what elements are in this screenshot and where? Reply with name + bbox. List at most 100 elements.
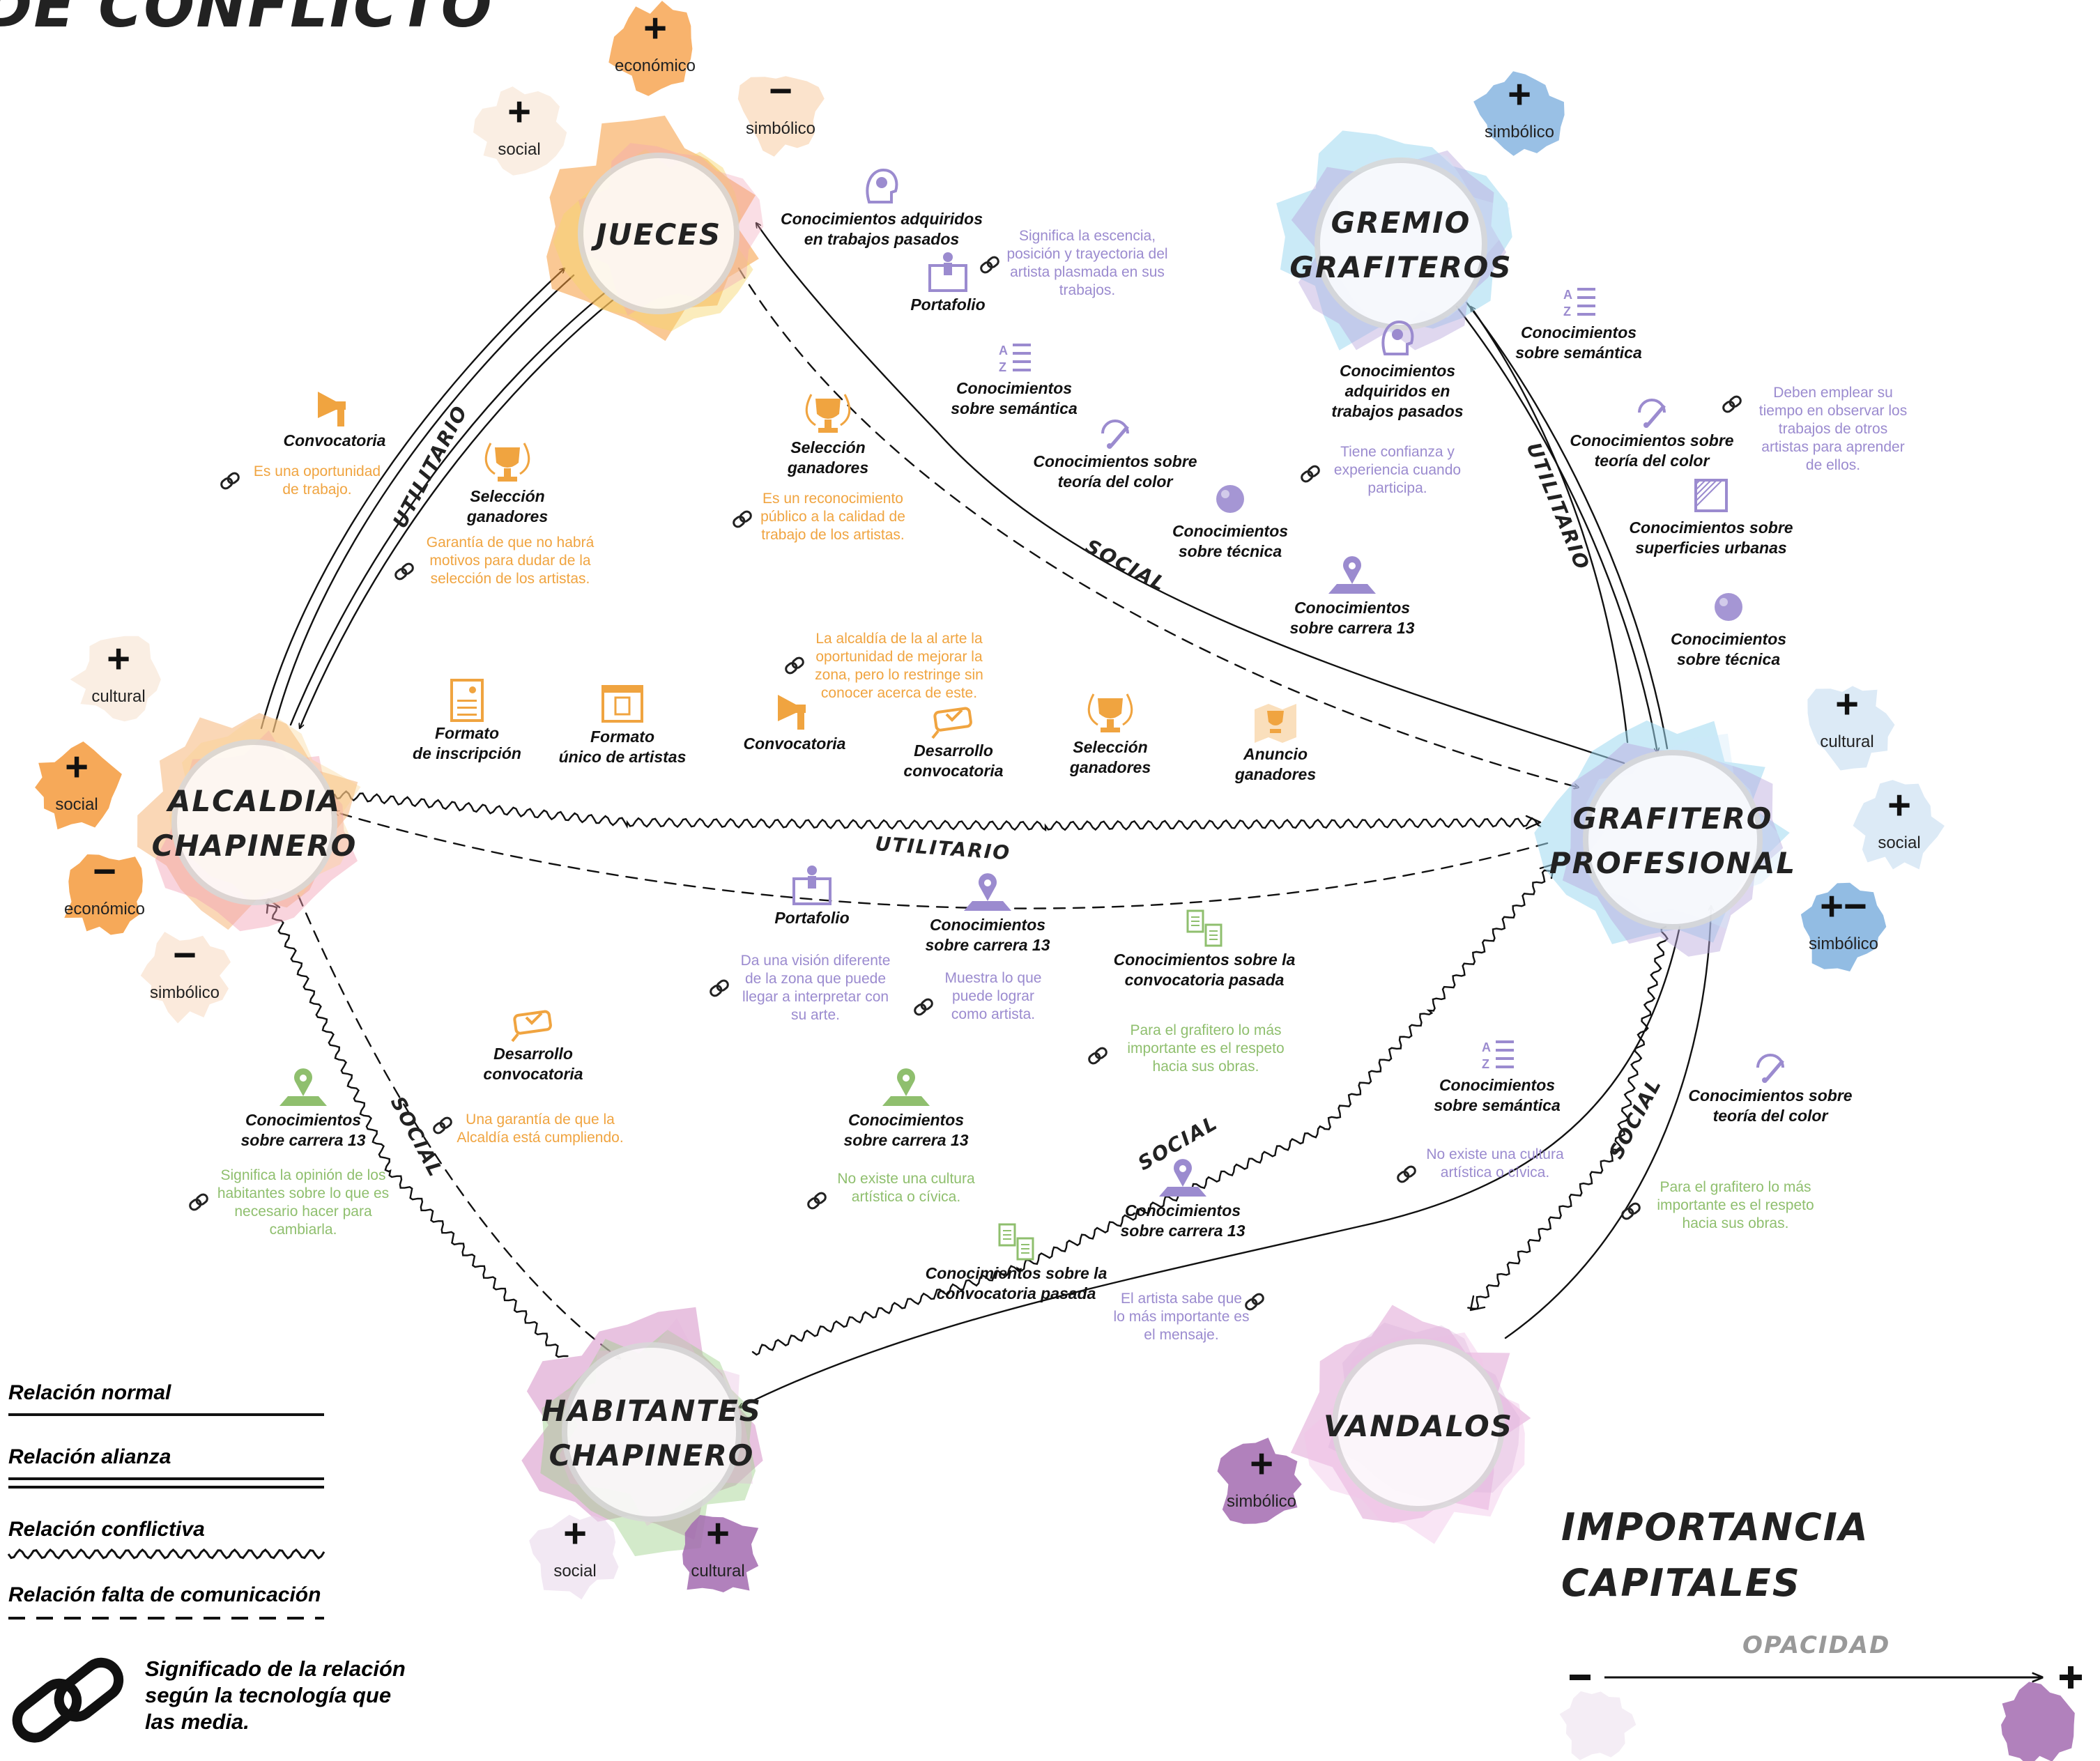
splat-paint <box>1473 71 1565 156</box>
capital-label: simbólico <box>150 983 220 1002</box>
head-icon-part <box>866 168 898 203</box>
legend-significado-line-3: las media. <box>145 1709 250 1734</box>
resource-node-label: Formato <box>435 724 499 742</box>
note-text-line: La alcaldía de la al arte la <box>815 631 983 647</box>
resource-node-label: de inscripción <box>413 744 521 762</box>
resource-node: Portafolio <box>774 866 850 927</box>
portfolio-icon <box>928 252 967 292</box>
az-list-icon-part <box>1577 313 1595 316</box>
resource-node-label: Conocimientos sobre la <box>1114 951 1296 969</box>
resource-node: Convocatoria <box>744 695 846 753</box>
capital-sign: + <box>1250 1441 1273 1486</box>
trophy-icon-part <box>840 394 851 426</box>
actor-vandalos: VANDALOS <box>1290 1305 1531 1544</box>
capital-label: social <box>55 795 98 814</box>
legend-falta-label: Relación falta de comunicación <box>8 1583 321 1606</box>
megaphone-icon-part <box>778 695 796 721</box>
resource-node-label: convocatoria <box>903 762 1003 780</box>
capital-label: social <box>1878 833 1920 852</box>
capital-splat-social: +social <box>529 1511 619 1600</box>
trophy-icon-part <box>1087 693 1098 726</box>
resource-node-label: Convocatoria <box>284 431 386 449</box>
map-pin-icon-part <box>903 1075 910 1082</box>
resource-node-label: adquiridos en <box>1345 382 1450 400</box>
chain-link-part <box>739 510 752 523</box>
note-text-line: Da una visión diferente <box>741 953 891 969</box>
note-text-line: hacia sus obras. <box>1153 1059 1259 1075</box>
capital-sign: + <box>1887 783 1911 828</box>
map-pin-icon <box>279 1068 327 1106</box>
relation-alliance-jueces-alcaldia-b <box>272 274 575 733</box>
note-text-line: importante es el respeto <box>1657 1197 1814 1213</box>
actor-habitantes-label-0: HABITANTES <box>542 1394 762 1428</box>
chain-link-part <box>1245 1298 1258 1311</box>
plus-sign <box>2060 1666 2082 1689</box>
splat-paint <box>64 854 143 935</box>
capital-splat-cultural: +cultural <box>1807 682 1895 771</box>
relation-meaning-note: La alcaldía de la al arte laoportunidad … <box>785 631 983 701</box>
capital-sign: − <box>769 68 792 114</box>
utilitario-label-jueces: UTILITARIO <box>388 401 473 532</box>
actor-grafitero-label-1: PROFESIONAL <box>1549 846 1796 880</box>
chain-link-part <box>1621 1207 1634 1220</box>
actor-gremio-label-0: GREMIO <box>1331 206 1471 240</box>
resource-node-label: Conocimientos sobre <box>1688 1086 1852 1105</box>
legend-alianza-label: Relación alianza <box>8 1445 171 1468</box>
resource-node-label: sobre carrera 13 <box>1120 1222 1245 1240</box>
splat-paint <box>70 636 161 722</box>
minus-sign <box>1570 1675 1591 1680</box>
sphere-icon-part <box>1216 485 1244 513</box>
map-pin-icon-part <box>882 1096 930 1106</box>
chain-link-part <box>394 567 408 580</box>
note-text-line: Para el grafitero lo más <box>1660 1179 1811 1195</box>
megaphone-icon-part <box>336 401 346 410</box>
resource-node-label: convocatoria pasada <box>937 1284 1096 1302</box>
trophy-icon <box>484 443 530 482</box>
legend: Relación normal Relación alianza Relació… <box>7 1381 406 1743</box>
color-dropper-icon <box>1101 420 1129 449</box>
map-pin-icon-part <box>294 1068 312 1096</box>
relation-normal-grafitero-habitantes <box>739 925 1681 1409</box>
resource-node-label: Conocimientos sobre <box>1033 452 1197 470</box>
chain-link-icon <box>914 998 933 1016</box>
note-text-line: puede lograr <box>952 988 1034 1004</box>
actor-jueces: JUECES <box>546 115 764 341</box>
chain-link-part <box>439 1116 452 1130</box>
chain-link-icon <box>12 1657 124 1743</box>
az-list-icon-part <box>1577 288 1595 291</box>
resource-node-label: Conocimientos adquiridos <box>781 210 983 228</box>
resource-node-label: sobre semántica <box>951 399 1078 417</box>
resource-node-label: superficies urbanas <box>1635 539 1786 557</box>
note-text-line: Es un reconocimiento <box>762 491 903 507</box>
chain-link-part <box>1094 1047 1108 1060</box>
note-text-line: selección de los artistas. <box>431 571 590 587</box>
note-text-line: trabajo de los artistas. <box>761 527 904 543</box>
note-text-line: llegar a interpretar con <box>742 989 889 1005</box>
documents-icon-part <box>1021 1244 1029 1245</box>
surface-icon-part <box>1695 479 1723 507</box>
head-icon-part <box>1381 320 1414 355</box>
page-title: DE CONFLICTO <box>0 0 493 41</box>
note-text-line: Tiene confianza y <box>1340 444 1455 460</box>
note-text-line: experiencia cuando <box>1334 462 1461 478</box>
resource-node-label: Selección <box>790 438 865 456</box>
capital-splat-social: +social <box>473 86 567 176</box>
color-dropper-icon-part <box>1762 1077 1768 1083</box>
capital-sign: − <box>93 849 116 894</box>
resource-node-label: sobre carrera 13 <box>240 1131 365 1149</box>
capital-splat-social: + social <box>1853 780 1945 870</box>
resource-node-label: Conocimientos sobre <box>1570 431 1733 449</box>
chain-link-icon <box>733 510 752 528</box>
capital-label: simbólico <box>1227 1492 1296 1511</box>
note-text-line: hacia sus obras. <box>1683 1215 1789 1231</box>
resource-node-label: sobre técnica <box>1677 650 1780 668</box>
capital-sign: + <box>65 744 89 790</box>
